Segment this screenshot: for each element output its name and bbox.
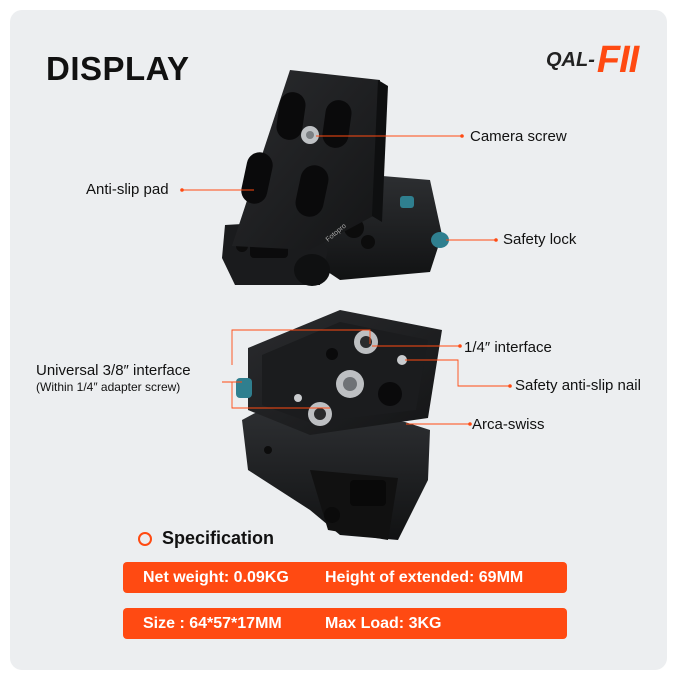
callout-lines xyxy=(182,135,510,425)
camera-screw-core xyxy=(306,131,314,139)
safety-anti-slip-nail xyxy=(294,394,302,402)
bottom-lower-hole xyxy=(264,446,272,454)
bottom-lower-slot xyxy=(350,480,386,506)
quarter-interface-label: 1/4″ interface xyxy=(464,339,552,356)
quarter-interface-thread xyxy=(360,336,372,348)
safety-lock-label: Safety lock xyxy=(503,231,577,248)
spec-max-load: Max Load: 3KG xyxy=(325,614,442,632)
top-clamp-view: Fotopro xyxy=(222,70,449,286)
spec-size: Size : 64*57*17MM xyxy=(143,614,282,632)
camera-screw-label: Camera screw xyxy=(470,128,567,145)
spec-row: Net weight: 0.09KG Height of extended: 6… xyxy=(123,562,567,593)
brand-logo: QAL- FII xyxy=(546,38,639,81)
safety-anti-slip-nail xyxy=(397,355,407,365)
bottom-lower-pin xyxy=(324,507,340,523)
anti-slip-pad xyxy=(276,92,306,140)
specification-heading: Specification xyxy=(138,528,274,549)
anti-slip-pad xyxy=(295,165,329,217)
bottom-clamp-view xyxy=(236,310,442,540)
universal-interface-label: Universal 3/8″ interface xyxy=(36,362,191,379)
circle-bullet-icon xyxy=(138,531,152,546)
spec-net-weight: Net weight: 0.09KG xyxy=(143,568,289,586)
callout-dots xyxy=(180,134,512,426)
anti-slip-pad-label: Anti-slip pad xyxy=(86,181,169,198)
top-plate-edge xyxy=(372,80,388,222)
brand-mark: FII xyxy=(596,38,639,81)
top-hinge-pin xyxy=(294,254,330,286)
adapter-note-label: (Within 1/4″ adapter screw) xyxy=(36,380,181,394)
safety-lock-knob xyxy=(431,232,449,248)
page-title: DISPLAY xyxy=(46,50,190,87)
safety-nail-label: Safety anti-slip nail xyxy=(515,377,641,394)
small-hole xyxy=(326,348,338,360)
universal-interface-thread xyxy=(343,377,357,391)
top-base-hole xyxy=(361,235,375,249)
mount-hole xyxy=(378,382,402,406)
mount-hole-thread xyxy=(314,408,326,420)
brand-model-prefix: QAL- xyxy=(546,48,595,71)
anti-slip-pad xyxy=(241,152,273,204)
spec-row: Size : 64*57*17MM Max Load: 3KG xyxy=(123,608,567,639)
universal-interface-line-2 xyxy=(231,382,330,409)
product-illustration: Fotopro xyxy=(180,70,512,540)
safety-nail-line xyxy=(405,359,510,387)
universal-interface-line xyxy=(231,329,371,365)
arca-swiss-label: Arca-swiss xyxy=(472,416,545,433)
product-card: DISPLAY QAL- FII xyxy=(10,10,667,670)
bottom-lock-knob xyxy=(236,378,252,398)
specification-title: Specification xyxy=(162,528,275,548)
safety-lock-knob xyxy=(400,196,414,208)
spec-height-extended: Height of extended: 69MM xyxy=(325,568,524,586)
